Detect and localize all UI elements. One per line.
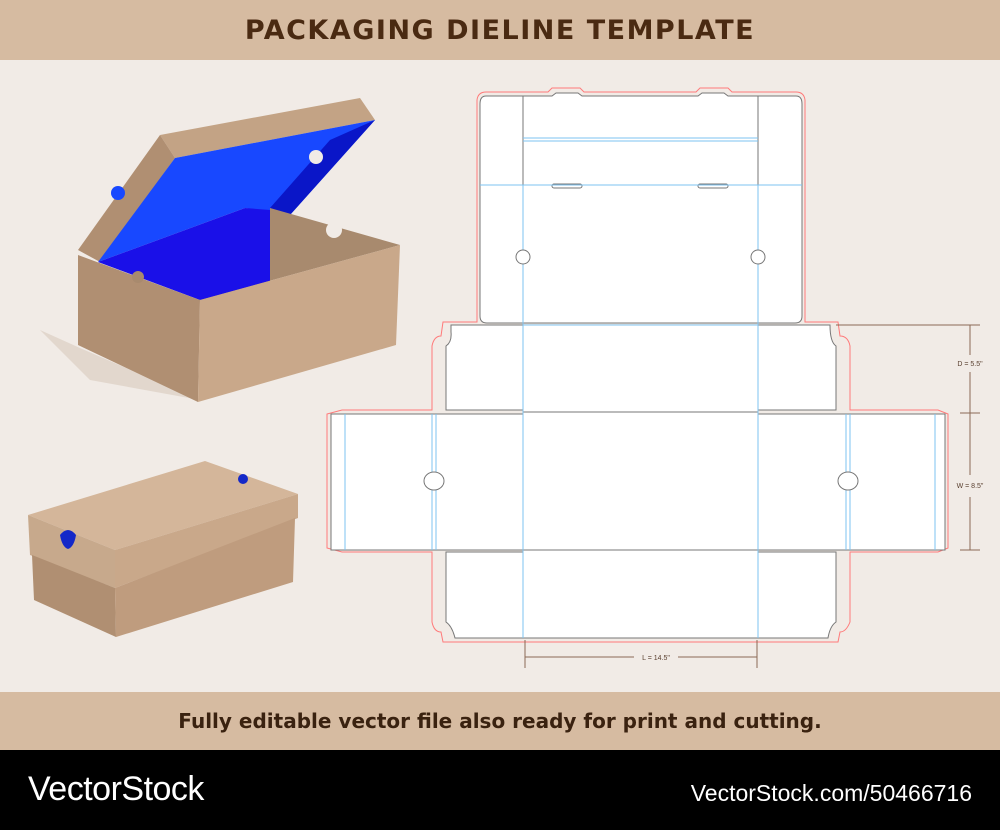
page-title: PACKAGING DIELINE TEMPLATE — [244, 14, 756, 46]
caption-text: Fully editable vector file also ready fo… — [178, 709, 822, 733]
width-label: W = 8.5" — [957, 483, 984, 490]
open-box-illustration — [40, 98, 400, 402]
depth-label: D = 5.5" — [957, 361, 983, 368]
cut-line — [326, 87, 949, 643]
header-banner: PACKAGING DIELINE TEMPLATE — [0, 0, 1000, 60]
closed-box-illustration — [28, 461, 298, 637]
dieline-template — [326, 87, 980, 668]
footer: VectorStock VectorStock.com/50466716 — [0, 750, 1000, 830]
length-label: L = 14.5" — [642, 655, 670, 662]
brand-logo: VectorStock — [28, 770, 204, 808]
caption-banner: Fully editable vector file also ready fo… — [0, 692, 1000, 750]
illustration-area: D = 5.5" W = 8.5" L = 14.5" — [28, 87, 984, 668]
image-id: VectorStock.com/50466716 — [690, 780, 972, 806]
